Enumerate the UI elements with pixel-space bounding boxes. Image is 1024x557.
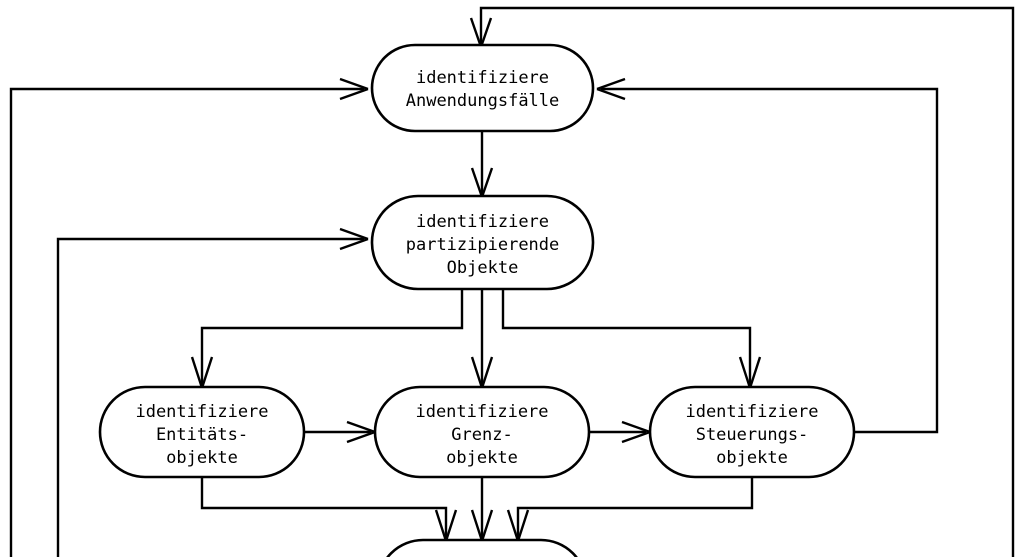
node-entitaetsobjekte[interactable]: identifiziere Entitäts- objekte <box>98 385 306 479</box>
node-entitaetsobjekte-line3: objekte <box>166 448 238 468</box>
node-layer: identifiziere Anwendungsfälle identifizi… <box>98 43 856 557</box>
arrowhead-objects-to-control <box>738 356 762 389</box>
edge-objects-to-entity <box>200 289 464 386</box>
edge-feedback-left-outer <box>9 87 364 557</box>
node-anwendungsfaelle-shape <box>370 43 595 133</box>
node-grenzobjekte[interactable]: identifiziere Grenz- objekte <box>373 385 591 479</box>
arrowhead-feedback-left-inner <box>339 227 369 251</box>
node-steuerungsobjekte-line2: Steuerungs- <box>696 425 809 445</box>
arrowhead-feedback-left-outer <box>339 77 369 101</box>
edge-feedback-top <box>479 6 1015 557</box>
node-entitaetsobjekte-line1: identifiziere <box>135 402 268 422</box>
arrowhead-objects-to-entity <box>190 356 214 389</box>
node-anwendungsfaelle-line1: identifiziere <box>416 68 549 88</box>
arrowhead-boundary-to-bottom <box>470 509 494 542</box>
node-anwendungsfaelle-line2: Anwendungsfälle <box>406 91 560 111</box>
edge-feedback-left-inner <box>56 237 364 557</box>
arrowhead-usecases-to-objects <box>470 167 494 198</box>
node-steuerungsobjekte-line3: objekte <box>716 448 788 468</box>
node-grenzobjekte-line1: identifiziere <box>415 402 548 422</box>
node-steuerungsobjekte-line1: identifiziere <box>685 402 818 422</box>
node-grenzobjekte-line3: objekte <box>446 448 518 468</box>
node-cut-off-bottom-node-shape <box>386 538 578 557</box>
node-partizipierende-objekte-line2: partizipierende <box>406 235 560 255</box>
node-anwendungsfaelle[interactable]: identifiziere Anwendungsfälle <box>370 43 595 133</box>
node-entitaetsobjekte-line2: Entitäts- <box>156 425 248 445</box>
node-grenzobjekte-line2: Grenz- <box>451 425 512 445</box>
edge-layer <box>9 6 1015 557</box>
node-partizipierende-objekte-line1: identifiziere <box>416 212 549 232</box>
edge-control-to-bottom <box>516 477 754 539</box>
node-partizipierende-objekte-shape <box>370 194 595 291</box>
node-grenzobjekte-shape <box>373 385 591 479</box>
node-entitaetsobjekte-shape <box>98 385 306 479</box>
arrowhead-boundary-to-control <box>621 420 651 444</box>
arrowhead-feedback-top <box>469 17 493 48</box>
node-cut-off-bottom-node[interactable] <box>378 538 586 557</box>
arrowhead-entity-to-bottom <box>434 509 458 542</box>
arrowhead-objects-to-boundary <box>470 356 494 389</box>
node-steuerungsobjekte-shape <box>648 385 856 479</box>
node-partizipierende-objekte-line3: Objekte <box>447 258 519 278</box>
arrowhead-control-to-bottom <box>506 509 530 542</box>
arrowhead-feedback-control-to-usecases <box>596 77 626 101</box>
edge-entity-to-bottom <box>200 477 448 539</box>
edge-objects-to-control <box>501 289 752 386</box>
arrowhead-entity-to-boundary <box>346 420 376 444</box>
node-partizipierende-objekte[interactable]: identifiziere partizipierende Objekte <box>370 194 595 291</box>
node-steuerungsobjekte[interactable]: identifiziere Steuerungs- objekte <box>648 385 856 479</box>
edge-feedback-control-to-usecases <box>601 87 939 434</box>
